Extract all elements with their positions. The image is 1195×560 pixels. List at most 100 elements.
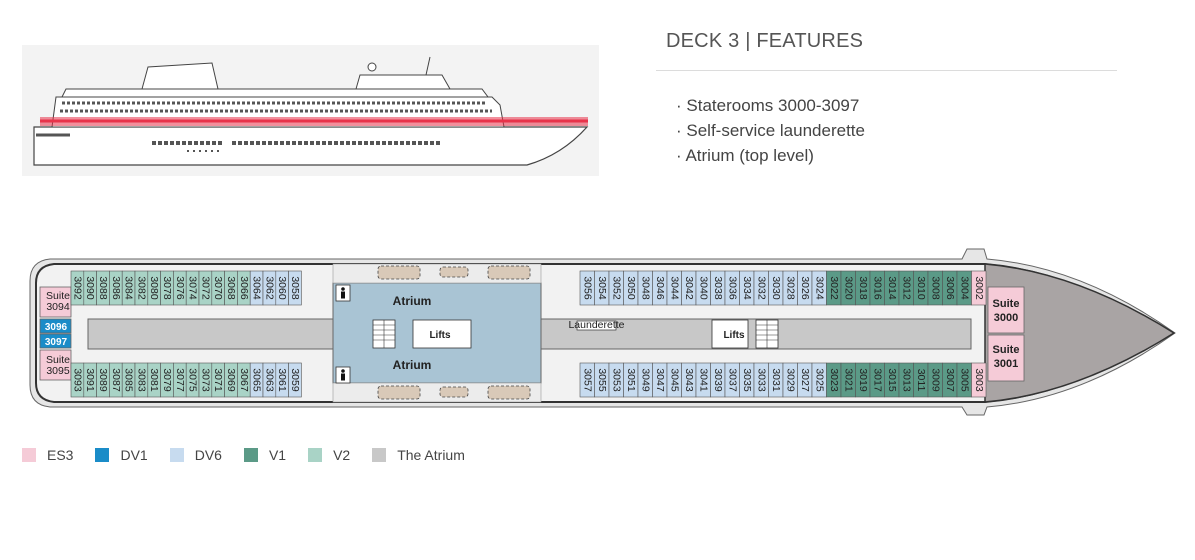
legend-item-es3: ES3 bbox=[22, 447, 73, 463]
legend-item-dv1: DV1 bbox=[95, 447, 148, 463]
lifeboat-markers bbox=[377, 265, 531, 400]
cabin-3078-label: 3078 bbox=[161, 276, 173, 300]
cabin-3091-label: 3091 bbox=[84, 368, 96, 392]
cabin-3081-label: 3081 bbox=[148, 368, 160, 392]
cabin-3055-label: 3055 bbox=[596, 368, 608, 392]
cabin-3076-label: 3076 bbox=[174, 276, 186, 300]
legend-swatch bbox=[22, 448, 36, 462]
cabin-3041-label: 3041 bbox=[697, 368, 709, 392]
launderette-label: Launderette bbox=[568, 319, 624, 331]
launderette bbox=[576, 320, 617, 331]
cabin-3072-label: 3072 bbox=[199, 276, 211, 300]
legend-label: ES3 bbox=[47, 447, 74, 463]
cabin-3007-label: 3007 bbox=[944, 368, 956, 392]
cabin-3025-label: 3025 bbox=[813, 368, 825, 392]
suite-3094[interactable] bbox=[39, 286, 72, 318]
cabin-3058[interactable] bbox=[288, 270, 302, 306]
cabin-3085-label: 3085 bbox=[123, 368, 135, 392]
cabin-3018-label: 3018 bbox=[857, 276, 869, 300]
cabin-3028-label: 3028 bbox=[784, 276, 796, 300]
suite-3094-label: Suite bbox=[46, 290, 70, 302]
cabin-3046-label: 3046 bbox=[654, 276, 666, 300]
cabin-3052-label: 3052 bbox=[610, 276, 622, 300]
cabin-3061-label: 3061 bbox=[276, 368, 288, 392]
cabin-3093-label: 3093 bbox=[71, 368, 83, 392]
cabin-3089-label: 3089 bbox=[97, 368, 109, 392]
cabin-3022-label: 3022 bbox=[828, 276, 840, 300]
cabin-3008-label: 3008 bbox=[929, 276, 941, 300]
suite-3000[interactable] bbox=[987, 286, 1025, 334]
cabin-3097[interactable] bbox=[39, 333, 72, 349]
feature-item: · Atrium (top level) bbox=[676, 146, 814, 165]
legend-swatch bbox=[372, 448, 387, 462]
legend-swatch bbox=[95, 448, 110, 462]
cabin-3053-label: 3053 bbox=[610, 368, 622, 392]
cabin-3059[interactable] bbox=[288, 362, 302, 398]
cabin-3014-label: 3014 bbox=[886, 276, 898, 300]
lifts-fwd bbox=[711, 319, 749, 349]
cabin-3019-label: 3019 bbox=[857, 368, 869, 392]
legend-swatch bbox=[169, 448, 184, 462]
cabin-3063-label: 3063 bbox=[263, 368, 275, 392]
cabin-3033-label: 3033 bbox=[755, 368, 767, 392]
cabin-3003[interactable] bbox=[971, 362, 987, 398]
title-divider bbox=[656, 70, 1117, 71]
cabin-3079-label: 3079 bbox=[161, 368, 173, 392]
cabin-3044-label: 3044 bbox=[668, 276, 680, 300]
suite-3001[interactable] bbox=[987, 334, 1025, 382]
cabin-3090-label: 3090 bbox=[84, 276, 96, 300]
restroom-icon bbox=[335, 284, 351, 302]
cabin-3088-label: 3088 bbox=[97, 276, 109, 300]
legend-swatch bbox=[308, 448, 323, 462]
legend-label: DV1 bbox=[120, 447, 148, 463]
legend: ES3 DV1 DV6 V1 V2 The Atrium bbox=[22, 445, 487, 465]
cabin-3042-label: 3042 bbox=[683, 276, 695, 300]
cabin-3077-label: 3077 bbox=[174, 368, 186, 392]
cabin-3064-label: 3064 bbox=[251, 276, 263, 300]
cabin-3002[interactable] bbox=[971, 270, 987, 306]
features-list: · Staterooms 3000-3097 · Self-service la… bbox=[676, 93, 865, 168]
cabin-3029-label: 3029 bbox=[784, 368, 796, 392]
cabin-3040-label: 3040 bbox=[697, 276, 709, 300]
cabin-3035-label: 3035 bbox=[741, 368, 753, 392]
cabin-3036-label: 3036 bbox=[726, 276, 738, 300]
cabin-3097-label: 3097 bbox=[45, 337, 68, 348]
suite-3095[interactable] bbox=[39, 349, 72, 381]
lifts-fwd-label: Lifts bbox=[723, 330, 745, 341]
suite-3000-number: 3000 bbox=[994, 312, 1018, 324]
suite-3000-label: Suite bbox=[993, 298, 1020, 310]
ship-profile-illustration bbox=[22, 45, 599, 176]
bow bbox=[984, 263, 1176, 403]
cabin-3004-label: 3004 bbox=[958, 276, 970, 300]
lifts-aft-label: Lifts bbox=[429, 330, 451, 341]
cabin-3016-label: 3016 bbox=[871, 276, 883, 300]
cabin-3003-label: 3003 bbox=[973, 368, 985, 392]
atrium-label-top: Atrium bbox=[393, 294, 432, 308]
cabin-3073-label: 3073 bbox=[199, 368, 211, 392]
cabin-3011-label: 3011 bbox=[915, 369, 927, 392]
stairs-fwd bbox=[755, 319, 779, 349]
cabin-3087-label: 3087 bbox=[110, 368, 122, 392]
cabin-3005-label: 3005 bbox=[958, 368, 970, 392]
cabin-3031-label: 3031 bbox=[770, 368, 782, 392]
cabin-3047-label: 3047 bbox=[654, 368, 666, 392]
legend-item-v1: V1 bbox=[243, 447, 286, 463]
cabin-3096-label: 3096 bbox=[45, 322, 68, 333]
cabin-3027-label: 3027 bbox=[799, 368, 811, 392]
restroom-icon bbox=[335, 366, 351, 384]
cabin-3067-label: 3067 bbox=[238, 368, 250, 392]
cabin-3017-label: 3017 bbox=[871, 368, 883, 392]
corridor-aft bbox=[87, 318, 334, 350]
cabin-3039-label: 3039 bbox=[712, 368, 724, 392]
cabin-3069-label: 3069 bbox=[225, 368, 237, 392]
legend-item-atrium: The Atrium bbox=[372, 447, 465, 463]
deck-plan: Atrium Atrium Lifts Lifts Launderette Su… bbox=[29, 248, 1176, 416]
cabin-3051-label: 3051 bbox=[625, 368, 637, 392]
cabin-3068-label: 3068 bbox=[225, 276, 237, 300]
cabin-3057-label: 3057 bbox=[581, 368, 593, 392]
cabin-3049-label: 3049 bbox=[639, 368, 651, 392]
atrium-label-bottom: Atrium bbox=[393, 358, 432, 372]
cabin-3096[interactable] bbox=[39, 318, 72, 334]
cabin-3009-label: 3009 bbox=[929, 368, 941, 392]
